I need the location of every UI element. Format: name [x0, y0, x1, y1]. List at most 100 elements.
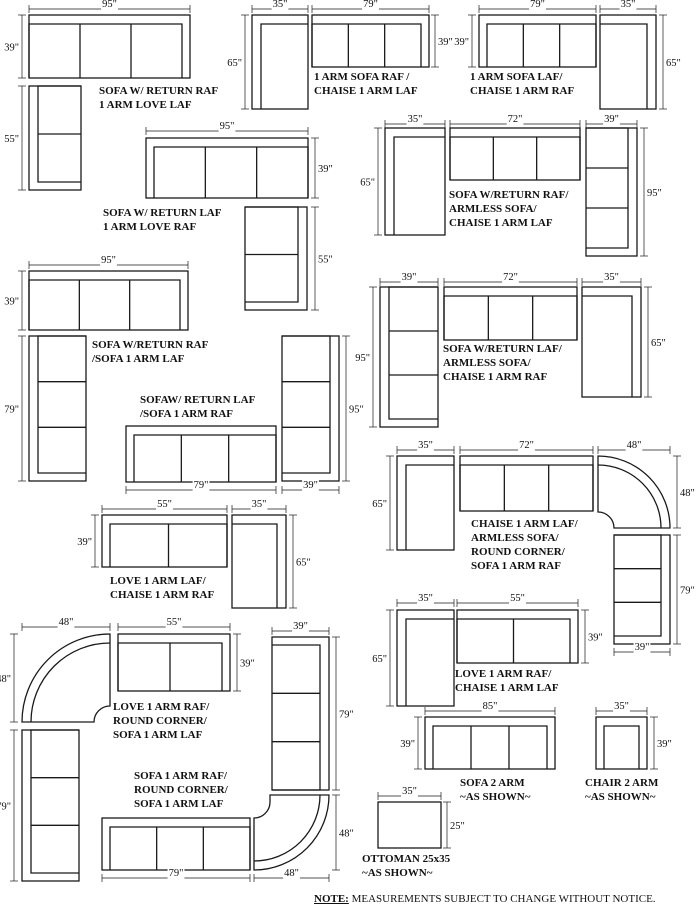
- seat-outline: [459, 464, 594, 511]
- dimension-value: 55": [318, 255, 333, 266]
- configuration-label-line: ARMLESS SOFA/: [449, 203, 537, 215]
- configuration-label-line: SOFA W/ RETURN LAF: [103, 207, 222, 219]
- chaise-seat-outline: [600, 23, 648, 109]
- configuration-label-line: 1 ARM LOVE RAF: [103, 221, 196, 233]
- dimension-label-bg: [156, 499, 173, 510]
- dimension-value: 39": [240, 659, 255, 670]
- dimension-label-bg: [283, 868, 300, 879]
- dimension-label-bg: [101, 0, 118, 10]
- configuration-2: 35"79"65"39"1 ARM SOFA RAF /CHAISE 1 ARM…: [227, 0, 453, 110]
- dimension-value: 55": [167, 617, 182, 628]
- chaise-seat-outline: [232, 523, 278, 608]
- dimension-value: 79": [680, 586, 695, 597]
- dimension-value: 65": [296, 558, 311, 569]
- seat-outline: [449, 136, 581, 180]
- dimension-value: 39": [400, 739, 415, 750]
- dimension-value: 48": [0, 674, 11, 685]
- configuration-label-line: SOFA W/RETURN RAF: [92, 339, 209, 351]
- dimension-label-bg: [100, 255, 117, 266]
- sofa-section-outline: [396, 455, 455, 551]
- dimension-label-bg: [406, 114, 424, 125]
- dimension-label-bg: [603, 114, 620, 125]
- dimension-value: 39": [303, 480, 318, 491]
- dimension-label-bg: [417, 593, 434, 604]
- configuration-14: 85"39"SOFA 2 ARM~AS SHOWN~: [400, 701, 556, 803]
- configuration-3: 79"35"39"65"1 ARM SOFA LAF/CHAISE 1 ARM …: [454, 0, 681, 110]
- dimension-label-bg: [417, 440, 434, 451]
- configuration-label-line: CHAISE 1 ARM RAF: [470, 85, 574, 97]
- dimension-value: 39": [293, 621, 308, 632]
- dimension-value: 79": [4, 405, 19, 416]
- note-prefix: NOTE:: [314, 893, 349, 905]
- sofa-section-outline: [585, 127, 638, 257]
- dimension-value: 55": [157, 499, 172, 510]
- configuration-label-line: CHAISE 1 ARM RAF: [443, 371, 547, 383]
- configuration-label-line: CHAISE 1 ARM LAF/: [471, 518, 579, 530]
- chaise-seat-outline: [405, 464, 454, 550]
- dimension-label-bg: [362, 0, 379, 10]
- sofa-section-outline: [28, 85, 82, 191]
- dimension-value: 95": [102, 0, 117, 10]
- sofa-section-outline: [456, 609, 579, 664]
- configuration-label-line: SOFA 1 ARM LAF: [134, 798, 224, 810]
- dimension-value: 39": [4, 297, 19, 308]
- dimension-label-bg: [603, 272, 620, 283]
- sofa-section-outline: [597, 464, 662, 529]
- dimension-value: 72": [519, 440, 534, 451]
- seat-outline: [603, 725, 640, 769]
- dimension-value: 55": [510, 593, 525, 604]
- dimension-label-bg: [401, 786, 418, 797]
- dimension-value: 95": [349, 405, 364, 416]
- dimension-value: 48": [59, 617, 74, 628]
- dimension-value: 79": [530, 0, 545, 10]
- configuration-label-line: SOFA W/RETURN RAF/: [449, 189, 569, 201]
- configuration-label-line: ROUND CORNER/: [113, 715, 208, 727]
- sofa-section-outline: [101, 817, 251, 871]
- dimension-label-bg: [271, 0, 289, 10]
- seat-outline: [133, 434, 277, 482]
- dimension-value: 39": [635, 642, 650, 653]
- configuration-label-line: LOVE 1 ARM RAF/: [455, 668, 552, 680]
- seat-outline: [272, 644, 321, 791]
- dimension-value: 48": [339, 829, 354, 840]
- sofa-section-outline: [253, 794, 321, 862]
- dimension-label-bg: [250, 499, 268, 510]
- dimension-value: 39": [604, 114, 619, 125]
- configuration-label-line: SOFA W/ RETURN RAF: [99, 85, 218, 97]
- configuration-label-line: 1 ARM LOVE LAF: [99, 99, 192, 111]
- sofa-section-outline: [311, 14, 430, 68]
- configuration-label-line: LOVE 1 ARM RAF/: [113, 701, 210, 713]
- configuration-9: 55"35"39"65"LOVE 1 ARM LAF/CHAISE 1 ARM …: [77, 499, 311, 609]
- dimension-label-bg: [218, 121, 236, 132]
- dimension-value: 95": [355, 353, 370, 364]
- configuration-label-line: ARMLESS SOFA/: [443, 357, 531, 369]
- dimension-label-bg: [518, 440, 535, 451]
- seat-outline: [28, 279, 181, 330]
- dimension-label-bg: [502, 272, 519, 283]
- dimension-value: 39": [657, 739, 672, 750]
- configuration-label-line: ~AS SHOWN~: [362, 867, 433, 879]
- configuration-label-line: OTTOMAN 25x35: [362, 853, 451, 865]
- sofa-section-outline: [384, 127, 446, 236]
- dimension-label-bg: [165, 617, 183, 628]
- configuration-label-line: /SOFA 1 ARM LAF: [91, 353, 185, 365]
- sofa-section-outline: [459, 455, 594, 512]
- dimension-value: 65": [372, 654, 387, 665]
- sofa-section-outline: [424, 716, 556, 770]
- dimension-value: 72": [508, 114, 523, 125]
- dimension-value: 48": [680, 488, 695, 499]
- seat-outline: [28, 23, 183, 78]
- dimension-value: 65": [666, 58, 681, 69]
- dimension-value: 79": [339, 710, 354, 721]
- dimension-label-bg: [613, 701, 630, 712]
- seat-outline: [388, 286, 438, 420]
- dimension-value: 95": [647, 188, 662, 199]
- dimension-value: 35": [402, 786, 417, 797]
- chaise-seat-outline: [405, 618, 454, 706]
- dimension-value: 35": [273, 0, 288, 10]
- configuration-label-line: 1 ARM SOFA LAF/: [470, 71, 563, 83]
- dimension-value: 39": [402, 272, 417, 283]
- configuration-label-line: 1 ARM SOFA RAF /: [314, 71, 410, 83]
- dimension-value: 39": [588, 633, 603, 644]
